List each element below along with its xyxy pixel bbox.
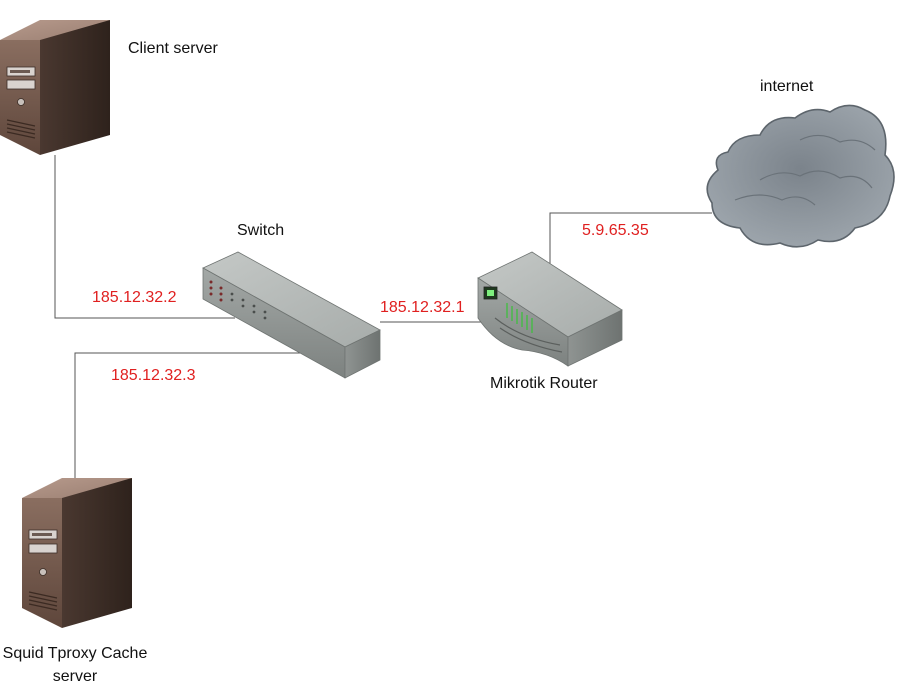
- squid-server-tower-icon[interactable]: [22, 478, 132, 628]
- switch-label: Switch: [237, 222, 285, 239]
- link-router-internet: [549, 212, 712, 265]
- mikrotik-router-icon[interactable]: [477, 251, 623, 367]
- router-label: Mikrotik Router: [490, 375, 598, 392]
- client-server-label: Client server: [128, 40, 218, 57]
- internet-cloud-icon[interactable]: [706, 104, 895, 248]
- links: [54, 155, 712, 478]
- router-lan-ip: 185.12.32.1: [380, 299, 465, 316]
- squid-server-ip: 185.12.32.3: [111, 367, 196, 384]
- link-client-switch: [54, 155, 235, 319]
- squid-server-label-line2: server: [52, 668, 98, 685]
- router-wan-ip: 5.9.65.35: [582, 222, 649, 239]
- internet-label: internet: [760, 78, 814, 95]
- switch-icon[interactable]: [202, 251, 381, 379]
- squid-server-label: Squid Tproxy Cache server: [3, 642, 148, 688]
- squid-server-label-line1: Squid Tproxy Cache: [2, 645, 148, 662]
- client-server-ip: 185.12.32.2: [92, 289, 177, 306]
- client-server-tower-icon[interactable]: [0, 20, 110, 155]
- link-squid-switch: [74, 352, 300, 478]
